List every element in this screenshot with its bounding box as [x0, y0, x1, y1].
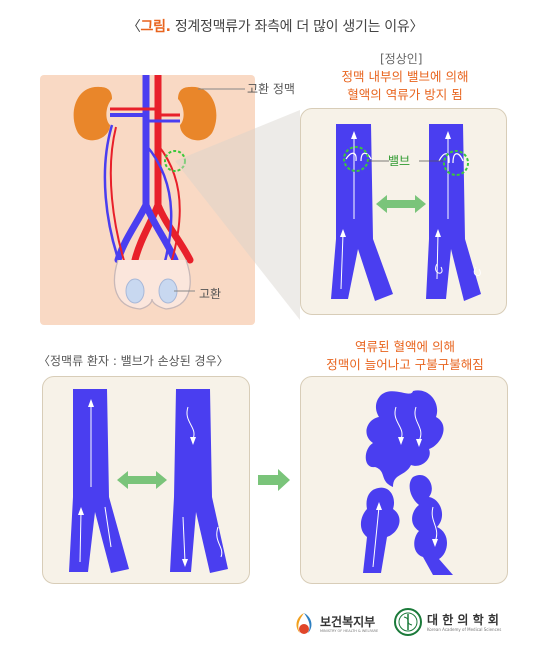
- figure-label: 그림.: [140, 19, 171, 35]
- anatomy-illustration: [40, 75, 255, 325]
- normal-vein-illustration: [331, 124, 481, 301]
- flow-arrow: [340, 233, 344, 290]
- reflux-caption: 역류된 혈액에 의해 정맥이 늘어나고 구불구불해짐: [326, 339, 484, 372]
- valve-circle-right: [443, 150, 469, 176]
- right-kidney: [178, 86, 217, 141]
- damaged-vein-right: [170, 389, 228, 573]
- ministry-logo: 보건복지부 MINISTRY OF HEALTH & WELFARE: [292, 609, 402, 641]
- academy-logo: 대 한 의 학 회 Korean Academy of Medical Scie…: [393, 607, 523, 641]
- valve-leaflets: [438, 153, 464, 164]
- backflow-stop-arrow: [435, 263, 443, 274]
- damaged-valve-panel: [42, 376, 250, 584]
- flow-arrow: [79, 511, 82, 563]
- valve-circle-left: [343, 146, 369, 172]
- academy-emblem-icon: [394, 608, 422, 636]
- backflow-stop-arrow: [473, 266, 481, 276]
- flow-arrow: [104, 506, 112, 548]
- normal-caption: 정맥 내부의 밸브에 의해 혈액의 역류가 방지 됨: [341, 69, 469, 102]
- reflux-arrow: [431, 506, 438, 543]
- ministry-emblem-icon: [296, 613, 312, 634]
- left-testis: [125, 278, 145, 304]
- reflux-arrow: [182, 516, 186, 563]
- flow-arrow: [372, 506, 380, 568]
- flow-arrow: [436, 233, 439, 280]
- comparison-double-arrow: [376, 195, 426, 213]
- varicocele-panel: [300, 376, 508, 584]
- reflux-arrow: [414, 406, 422, 442]
- left-kidney: [73, 86, 112, 141]
- reflux-arrow: [394, 406, 403, 440]
- progression-arrow: [258, 469, 290, 491]
- normal-vein-left: [331, 124, 393, 301]
- zoom-cone: [175, 110, 300, 320]
- testis-label: 고환: [199, 287, 222, 301]
- dilated-vein-right-branch: [409, 475, 453, 575]
- valve-label: 밸브: [388, 154, 411, 168]
- testicular-vein-label: 고환 정맥: [247, 82, 295, 96]
- valve-leaflets: [345, 152, 372, 162]
- reflux-arrow: [186, 406, 195, 440]
- figure-title: 〈그림. 정계정맥류가 좌측에 더 많이 생기는 이유〉: [126, 19, 424, 35]
- comparison-double-arrow: [117, 471, 167, 489]
- normal-header: [정상인]: [380, 52, 423, 66]
- reflux-arrow: [216, 526, 223, 558]
- damaged-vein-left: [69, 389, 129, 573]
- varicocele-illustration: [360, 390, 453, 575]
- dilated-vein-top: [365, 390, 444, 487]
- normal-vein-right: [426, 124, 481, 301]
- normal-vein-panel: [300, 108, 507, 315]
- damaged-vein-illustration: [69, 389, 228, 573]
- dilated-vein-left-branch: [360, 487, 400, 573]
- aorta: [131, 75, 194, 264]
- patient-header: 〈정맥류 환자 : 밸브가 손상된 경우〉: [38, 354, 229, 368]
- valve-highlight-circle: [164, 150, 186, 172]
